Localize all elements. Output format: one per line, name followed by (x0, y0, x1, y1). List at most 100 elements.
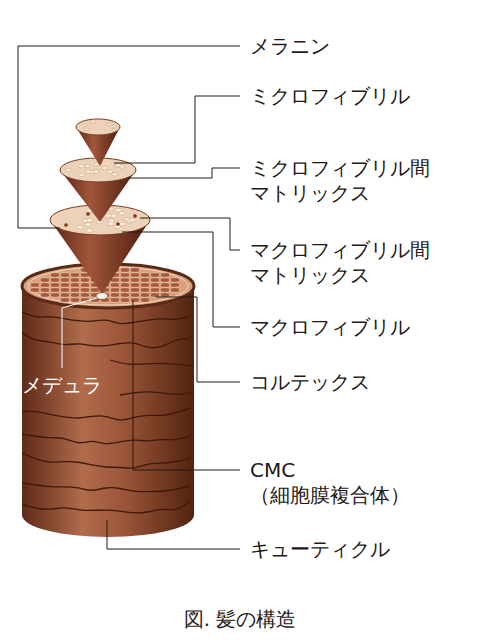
macrofibril (50, 278, 60, 283)
macrofibril (60, 298, 70, 303)
melanin-granule (133, 214, 137, 218)
macrofibril (150, 278, 160, 283)
leader-line (140, 218, 240, 250)
fibril (82, 124, 86, 127)
macrofibril (120, 298, 130, 303)
leader-line (133, 300, 240, 470)
macrofibril (130, 293, 140, 298)
macrofibril (80, 288, 90, 293)
leader-lines (18, 46, 240, 549)
macrofibril (170, 283, 180, 288)
macrofibril (50, 273, 60, 278)
part-label: マクロフィブリル (250, 315, 410, 340)
macrofibril (130, 288, 140, 293)
macrofibril (40, 293, 50, 298)
macrofibril (160, 288, 170, 293)
macrofibril (120, 278, 130, 283)
scale-edge (22, 408, 190, 420)
fibril (115, 208, 121, 212)
fibril (110, 125, 114, 128)
macrofibril (50, 293, 60, 298)
macrofibril (150, 283, 160, 288)
macrofibril (110, 298, 120, 303)
macrofibril (60, 288, 70, 293)
macrofibril (70, 298, 80, 303)
macrofibril (60, 278, 70, 283)
macrofibril (140, 293, 150, 298)
macrofibril (30, 283, 40, 288)
medulla-dot (96, 293, 108, 300)
macrofibril (170, 288, 180, 293)
fibril (86, 229, 92, 233)
zoom-cone (60, 158, 136, 222)
fibril (102, 122, 106, 125)
part-label: メデュラ (22, 373, 102, 398)
macrofibril (70, 278, 80, 283)
fibril (129, 218, 135, 222)
macrofibril (60, 273, 70, 278)
scale-edge (22, 501, 190, 513)
cuticle-scales (22, 312, 194, 513)
macrofibril (130, 273, 140, 278)
macrofibril (130, 268, 140, 273)
macrofibril (70, 283, 80, 288)
zoom-cone (76, 119, 120, 166)
macrofibril (130, 298, 140, 303)
macrofibril (80, 278, 90, 283)
zoom-cones (50, 119, 150, 294)
part-label: マクロフィブリル間 マトリックス (250, 238, 430, 288)
macrofibril (60, 293, 70, 298)
scale-edge (22, 312, 190, 324)
scale-edge (22, 453, 190, 468)
fibril (86, 170, 92, 173)
macrofibril (120, 288, 130, 293)
leader-line (107, 520, 240, 549)
leader-line (156, 297, 240, 382)
part-label: メラニン (250, 34, 330, 59)
scale-edge (22, 483, 190, 492)
scale-edge (110, 360, 194, 366)
macrofibril (70, 288, 80, 293)
macrofibril (60, 283, 70, 288)
hair-shaft (22, 264, 194, 537)
macrofibril (130, 283, 140, 288)
fibril (85, 164, 91, 167)
fibril (85, 223, 91, 227)
macrofibril (140, 298, 150, 303)
macrofibril (70, 273, 80, 278)
macrofibril (70, 293, 80, 298)
part-label: ミクロフィブリル (250, 84, 410, 109)
macrofibril (160, 278, 170, 283)
macrofibril (80, 283, 90, 288)
fibril (79, 173, 85, 176)
macrofibril (120, 283, 130, 288)
macrofibril (110, 283, 120, 288)
fibril (85, 128, 89, 131)
macrofibril (40, 278, 50, 283)
macrofibril (40, 288, 50, 293)
macrofibril (120, 273, 130, 278)
part-label: コルテックス (250, 370, 370, 395)
part-label: ミクロフィブリル間 マトリックス (250, 156, 430, 206)
macrofibril (120, 268, 130, 273)
fibril (116, 164, 122, 167)
macrofibril (170, 278, 180, 283)
leader-line (122, 232, 240, 327)
macrofibril (130, 278, 140, 283)
macrofibril (150, 288, 160, 293)
macrofibril (50, 288, 60, 293)
fibril (93, 170, 99, 173)
fibril (112, 129, 116, 132)
leader-line (62, 298, 97, 368)
leader-line (18, 46, 240, 228)
macrofibril (30, 288, 40, 293)
fibril (107, 170, 113, 173)
leader-line (128, 168, 240, 178)
fibril (66, 168, 72, 171)
macrofibril (150, 273, 160, 278)
scale-edge (22, 434, 190, 443)
macrofibril (140, 278, 150, 283)
macrofibril (50, 283, 60, 288)
part-label: キューティクル (250, 537, 390, 562)
